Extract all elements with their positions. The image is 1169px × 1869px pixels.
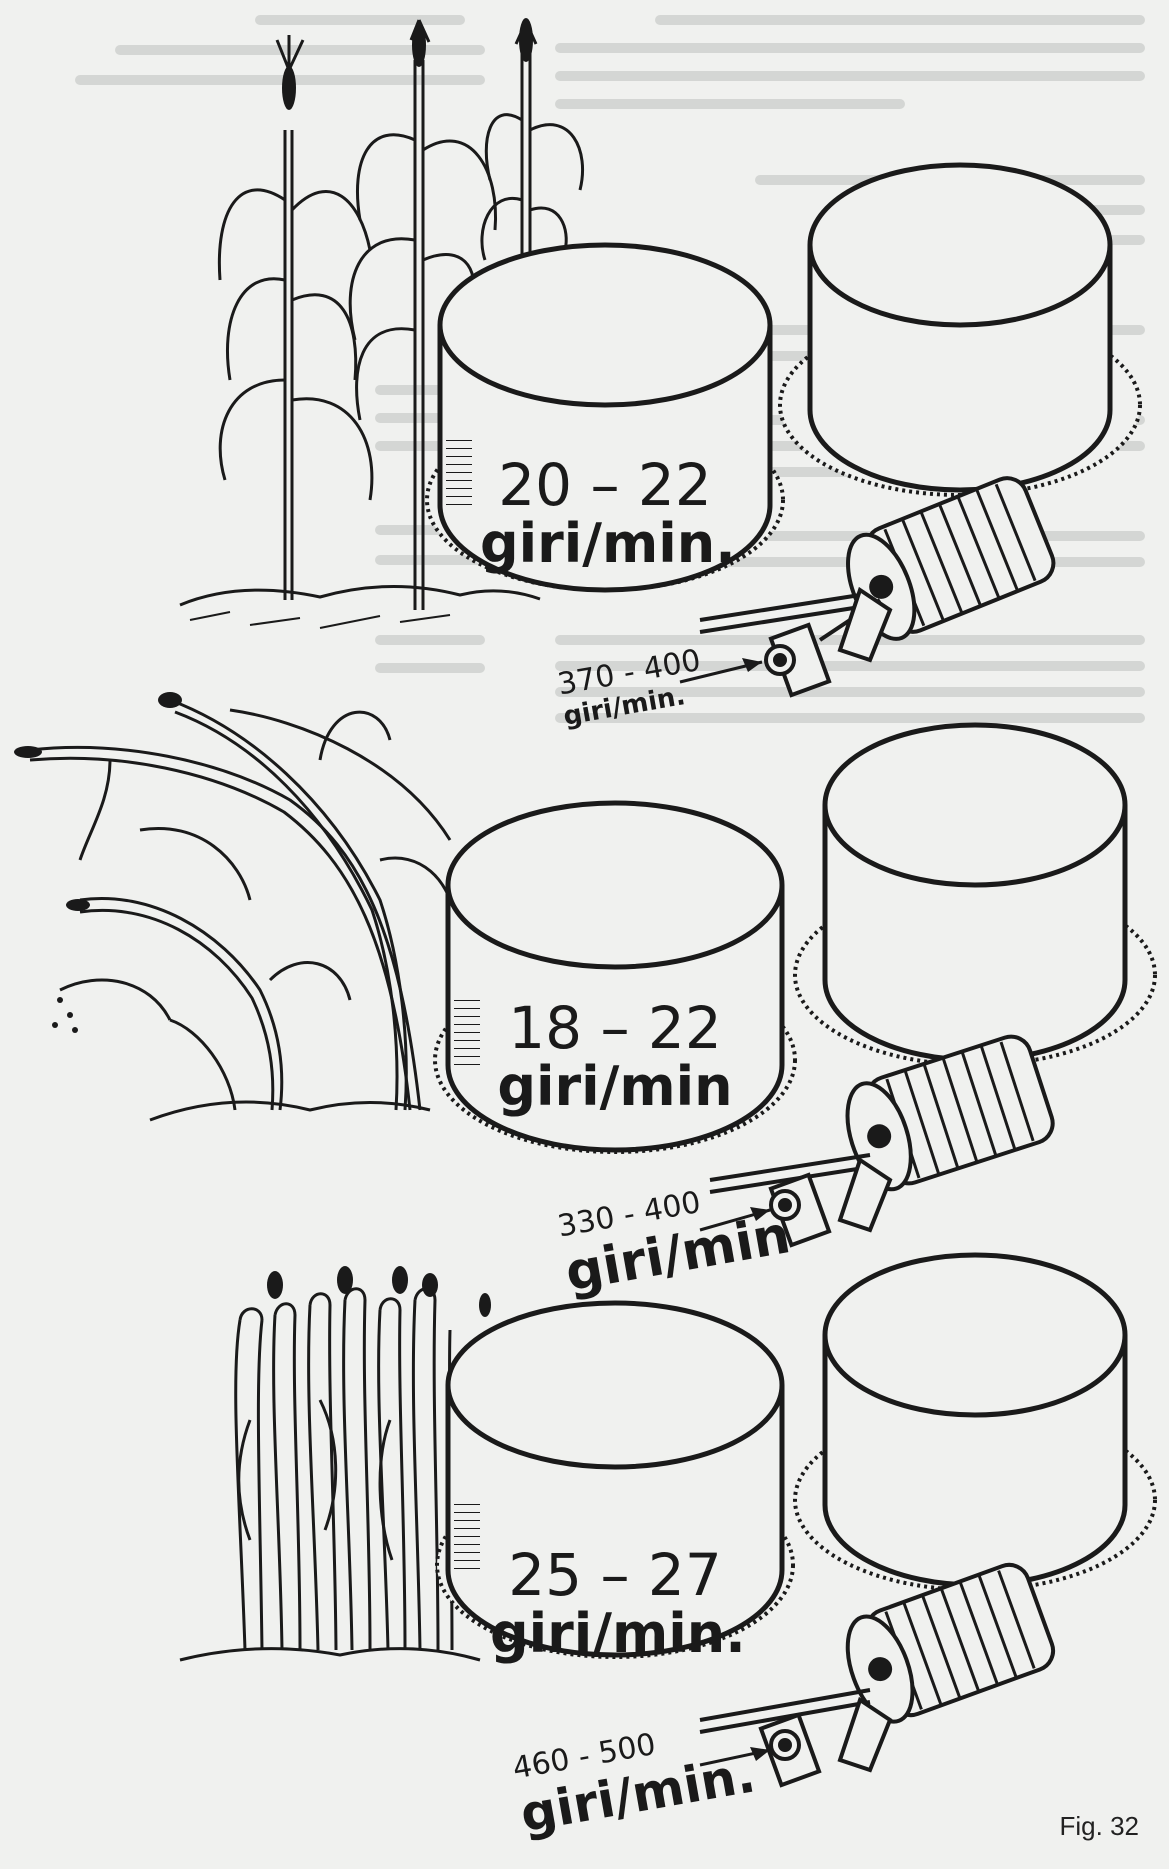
- lodged-corn-plants: [30, 700, 455, 1110]
- panel-1-upright-corn: [180, 18, 1140, 695]
- panel-3-dense-corn: [180, 1255, 1155, 1785]
- right-gathering-drum-1: [780, 165, 1140, 495]
- tassel-marks: [282, 18, 533, 110]
- ground-stubble-2: [150, 1102, 430, 1120]
- dense-corn-stalks: [236, 1289, 452, 1650]
- drum-speed-unit-3: giri/min.: [490, 1606, 740, 1663]
- ground-stubble-3: [180, 1649, 480, 1660]
- drum-speed-range-2: 18 – 22: [490, 998, 740, 1059]
- drum-speed-unit-2: giri/min: [490, 1059, 740, 1116]
- lodged-tassel-marks: [14, 692, 182, 911]
- drum-speed-range-1: 20 – 22: [480, 455, 730, 516]
- drum-speed-label-2: 18 – 22 giri/min: [490, 998, 740, 1116]
- drum-speed-label-1: 20 – 22 giri/min.: [480, 455, 730, 573]
- drum-speed-label-3: 25 – 27 giri/min.: [490, 1545, 740, 1663]
- right-gathering-drum-2: [795, 725, 1155, 1065]
- right-gathering-drum-3: [795, 1255, 1155, 1590]
- drum-speed-unit-1: giri/min.: [480, 516, 730, 573]
- drum-speed-range-3: 25 – 27: [490, 1545, 740, 1606]
- panel-2-lodged-corn: [14, 692, 1155, 1245]
- ground-stubble: [180, 586, 540, 605]
- fallen-debris-dots: [52, 997, 78, 1033]
- ground-dashes: [190, 612, 450, 628]
- figure-caption: Fig. 32: [1060, 1811, 1140, 1842]
